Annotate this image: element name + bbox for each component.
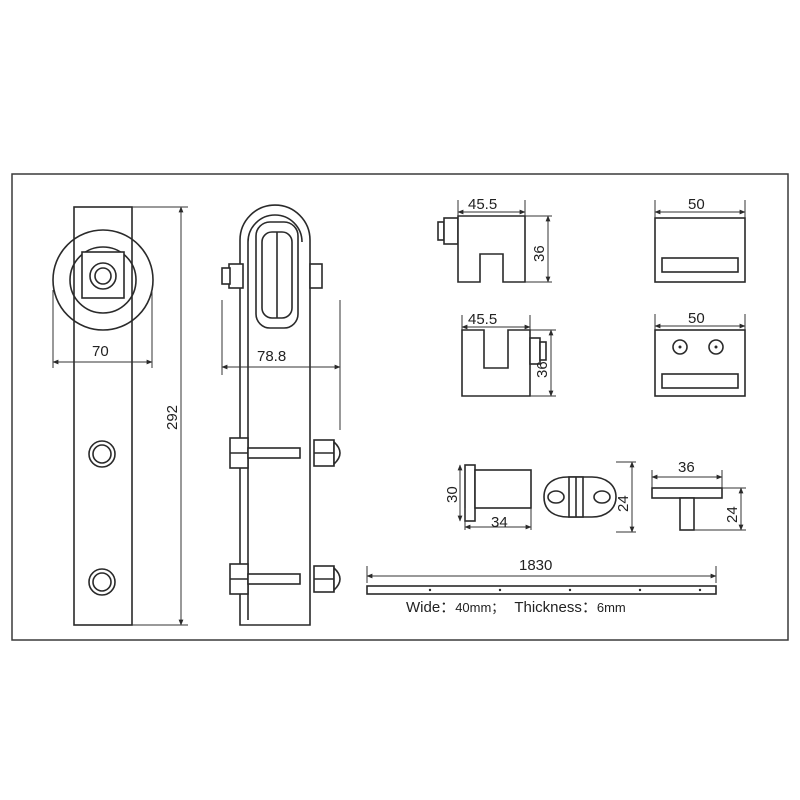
dim-hanger-depth: 78.8 xyxy=(257,348,286,365)
drawing-frame xyxy=(11,173,789,641)
guide-bottom xyxy=(654,314,746,397)
dim-stopper-bottom-width: 45.5 xyxy=(468,311,497,328)
dim-t-guide-width: 36 xyxy=(678,459,695,476)
dim-floor-guide-height: 30 xyxy=(444,486,461,503)
dim-guide-bottom-width: 50 xyxy=(688,310,705,327)
dim-floor-guide-width: 34 xyxy=(491,514,508,531)
dim-rail-length: 1830 xyxy=(519,557,552,574)
rail-spec-caption: Wide：40mm； Thickness：6mm xyxy=(406,599,626,616)
dim-t-guide-height: 24 xyxy=(724,506,741,523)
stopper-bottom xyxy=(461,315,556,397)
dim-hanger-width: 70 xyxy=(92,343,109,360)
spacer xyxy=(543,461,636,533)
t-guide xyxy=(651,470,746,531)
floor-guide xyxy=(457,464,532,530)
rail xyxy=(366,566,717,595)
dim-guide-top-width: 50 xyxy=(688,196,705,213)
rail-wide-label: Wide： xyxy=(406,599,455,616)
stopper-top xyxy=(437,200,552,283)
dim-spacer-height: 24 xyxy=(615,495,632,512)
dim-stopper-bottom-height: 36 xyxy=(534,361,551,378)
guide-top xyxy=(654,200,746,283)
rail-thickness-label: Thickness： xyxy=(514,599,597,616)
hanger-side-view xyxy=(221,204,341,626)
rail-wide-value: 40mm； xyxy=(455,600,504,616)
dim-stopper-top-width: 45.5 xyxy=(468,196,497,213)
dim-stopper-top-height: 36 xyxy=(531,245,548,262)
rail-thickness-value: 6mm xyxy=(597,600,626,615)
dim-hanger-height: 292 xyxy=(164,405,181,430)
hanger-front-view xyxy=(52,206,188,626)
